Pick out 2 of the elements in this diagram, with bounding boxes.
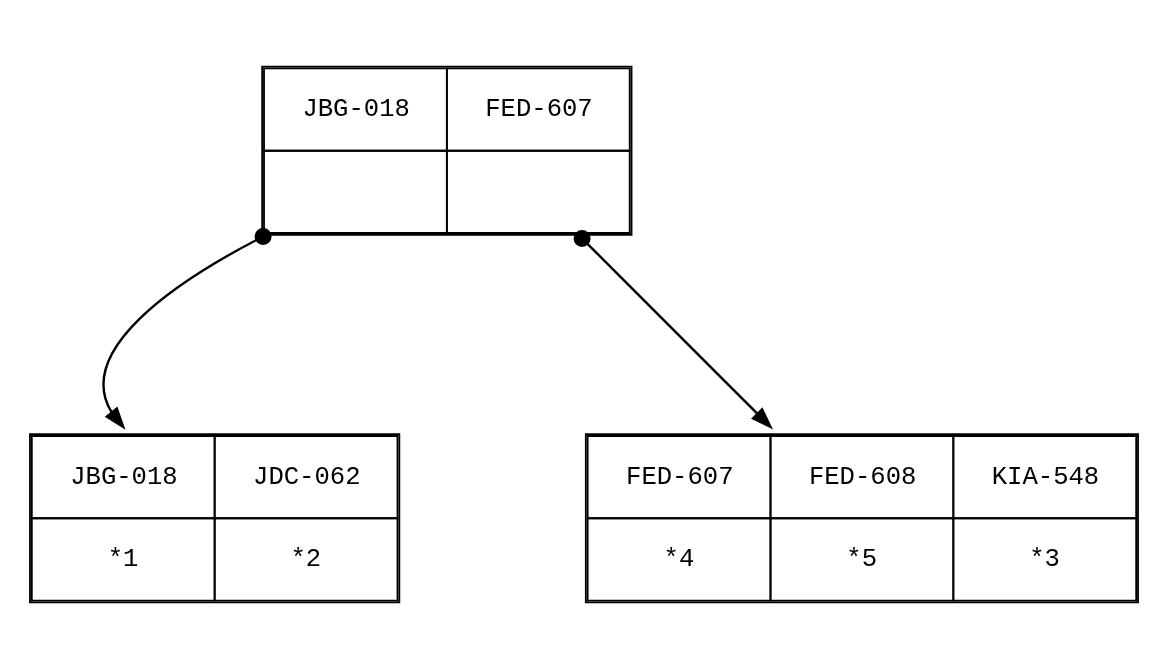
arrow (573, 229, 774, 429)
arrow (102, 227, 272, 430)
